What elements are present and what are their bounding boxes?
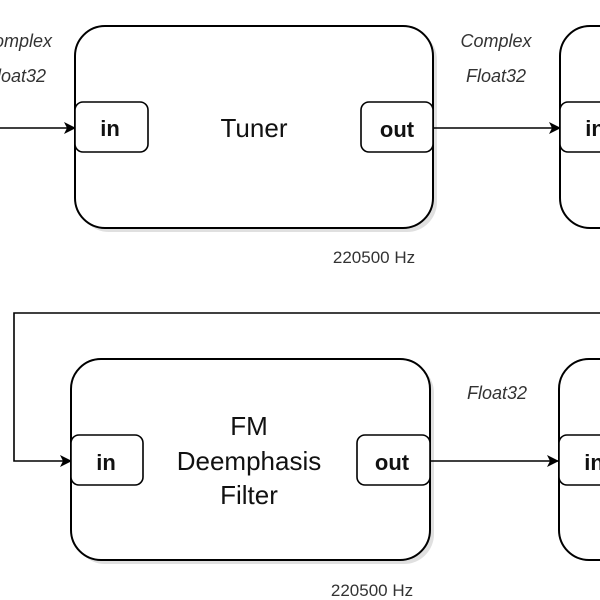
block-title: Filter — [220, 480, 278, 510]
edge-type-label: Float32 — [0, 66, 46, 86]
edge-type-label: Complex — [0, 31, 53, 51]
deemphasis-block[interactable]: FM Deemphasis Filter in out — [70, 358, 434, 564]
edge-type-label: Float32 — [467, 383, 527, 403]
deemphasis-sample-rate: 220500 Hz — [331, 581, 413, 600]
block-title: FM — [230, 411, 268, 441]
port-label: in — [585, 116, 600, 141]
port-label: out — [375, 450, 410, 475]
block-title: Tuner — [221, 113, 288, 143]
tuner-out-port[interactable]: out — [360, 101, 434, 153]
deemphasis-out-port[interactable]: out — [356, 434, 431, 486]
edge-tuner-to-next: Complex Float32 — [433, 31, 561, 134]
tuner-in-port[interactable]: in — [74, 101, 149, 153]
port-label: out — [380, 117, 415, 142]
edge-type-label: Complex — [460, 31, 532, 51]
block-title: Deemphasis — [177, 446, 322, 476]
next-block-bottom[interactable]: in — [558, 358, 600, 561]
edge-wrap-to-deemphasis — [13, 312, 600, 467]
edge-type-label: Float32 — [466, 66, 526, 86]
edge-input-to-tuner: Complex Float32 — [0, 31, 76, 134]
next-top-in-port[interactable]: in — [559, 101, 600, 153]
port-label: in — [584, 450, 600, 475]
tuner-sample-rate: 220500 Hz — [333, 248, 415, 267]
tuner-block[interactable]: Tuner in out — [74, 25, 437, 232]
port-label: in — [96, 450, 116, 475]
deemphasis-in-port[interactable]: in — [70, 434, 144, 486]
port-label: in — [100, 116, 120, 141]
next-block-top[interactable]: in — [559, 25, 600, 229]
next-bottom-in-port[interactable]: in — [558, 434, 600, 486]
edge-deemphasis-to-next: Float32 — [430, 383, 559, 467]
